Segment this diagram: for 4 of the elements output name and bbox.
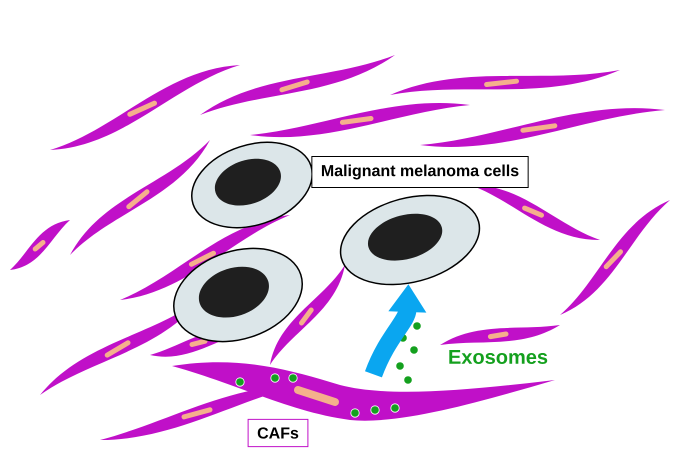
- exosomes-label: Exosomes: [449, 350, 548, 364]
- label-box: CAFs: [248, 418, 308, 448]
- label-box: Malignant melanoma cells: [311, 156, 529, 188]
- melanoma-cell-drawing: [340, 194, 480, 286]
